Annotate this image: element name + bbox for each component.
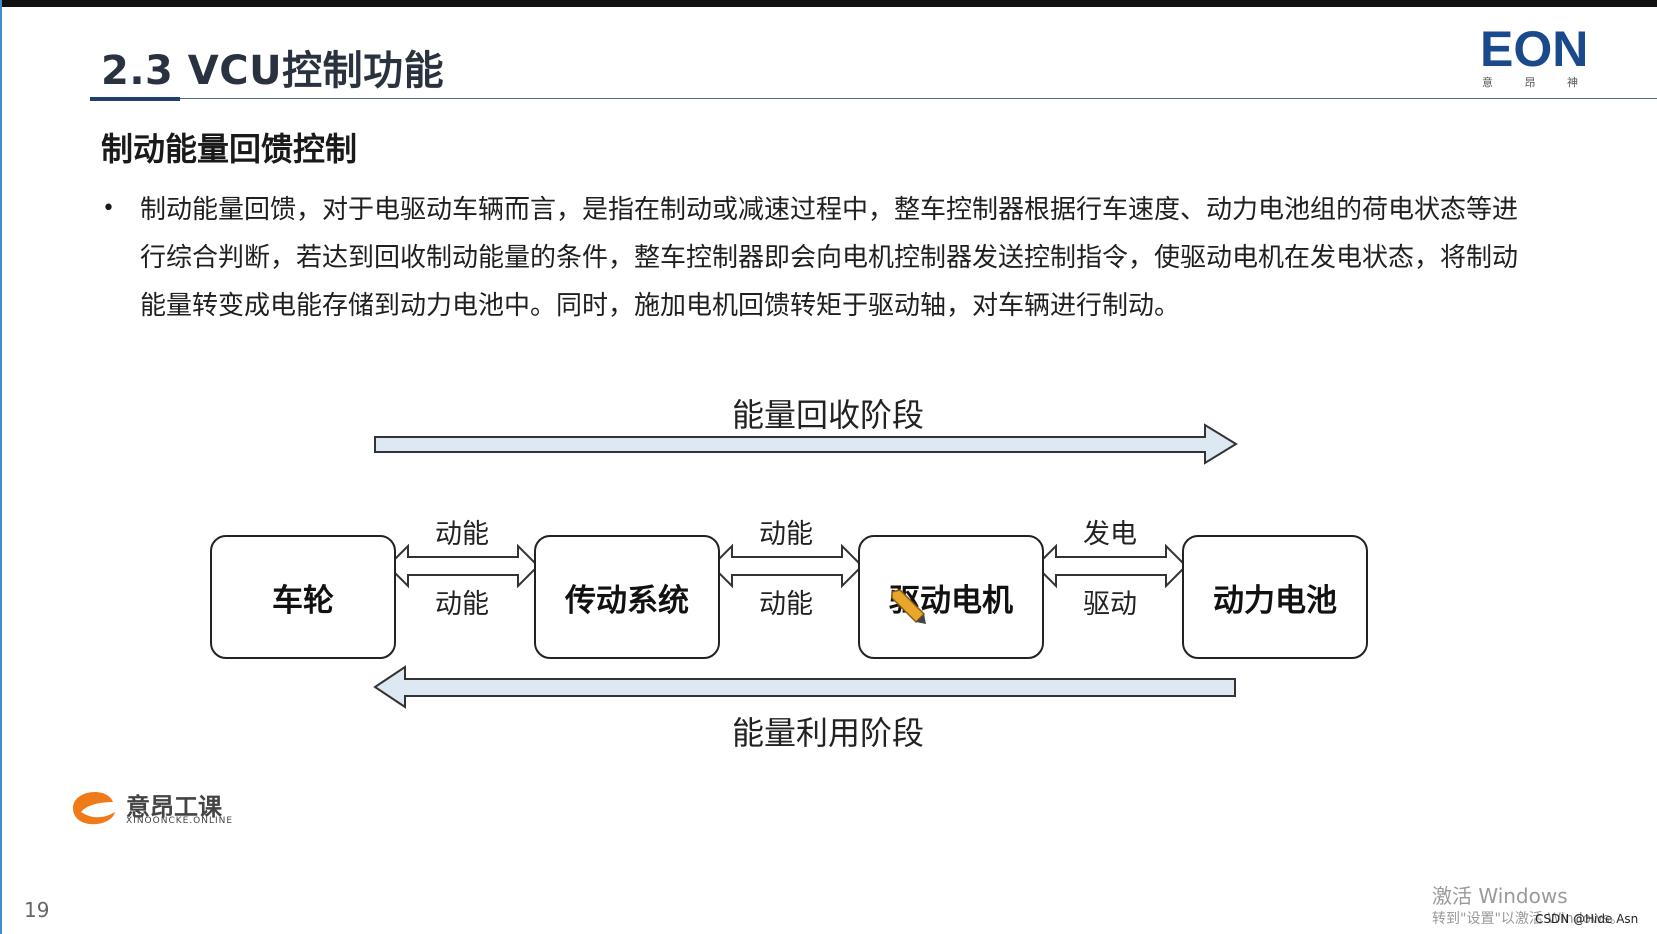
bullet-dot: • [102,196,115,221]
slide-title: 2.3 VCU控制功能 [101,48,445,94]
eon-logo-text: EON [1480,21,1588,77]
box-drive-motor: 驱动电机 [858,535,1044,659]
top-border [0,0,1657,7]
top-stage-label: 能量回收阶段 [731,396,924,434]
link-top-label-3: 发电 [1083,519,1137,550]
box-transmission: 传动系统 [534,535,720,659]
activate-windows-title: 激活 Windows [1432,884,1568,908]
link-bottom-label-3: 驱动 [1083,589,1137,620]
eon-logo: EON 意 昂 神 州 [1480,21,1608,89]
title-rule [90,98,1657,99]
diagram-arrows [373,423,1238,709]
link-arrow-1 [386,543,540,589]
left-border [0,0,2,934]
energy-flow-diagram: 能量回收阶段 车轮 传动系统 驱动电机 动力电池 动能 动能 发电 动能 动能 … [200,396,1460,800]
utilization-stage-arrow [373,665,1236,709]
box-wheel: 车轮 [210,535,396,659]
link-bottom-label-1: 动能 [435,589,489,620]
recovery-stage-arrow [374,423,1238,465]
link-top-label-1: 动能 [435,519,489,550]
box-battery: 动力电池 [1182,535,1368,659]
footer-logo-name: 意昂工课 [126,793,222,821]
xinoo-logo-icon [73,791,115,825]
link-arrow-3 [1034,543,1188,589]
link-arrow-2 [710,543,864,589]
footer-logo-url: XINOONCKE.ONLINE [126,816,234,826]
activate-windows-sub: 转到"设置"以激活 Windows。 [1432,911,1624,927]
pen-cursor-icon [891,589,926,624]
title-rule-accent [90,97,180,101]
page-number: 19 [24,898,50,922]
section-heading: 制动能量回馈控制 [101,130,358,168]
body-paragraph: 制动能量回馈，对于电驱动车辆而言，是指在制动或减速过程中，整车控制器根据行车速度… [140,195,1519,321]
credit-text: CSDN @Hide Asn [1535,912,1639,926]
link-top-label-2: 动能 [759,519,813,550]
eon-logo-sub: 意 昂 神 州 [1482,75,1608,89]
link-bottom-label-2: 动能 [759,589,813,620]
bottom-stage-label: 能量利用阶段 [731,714,924,752]
